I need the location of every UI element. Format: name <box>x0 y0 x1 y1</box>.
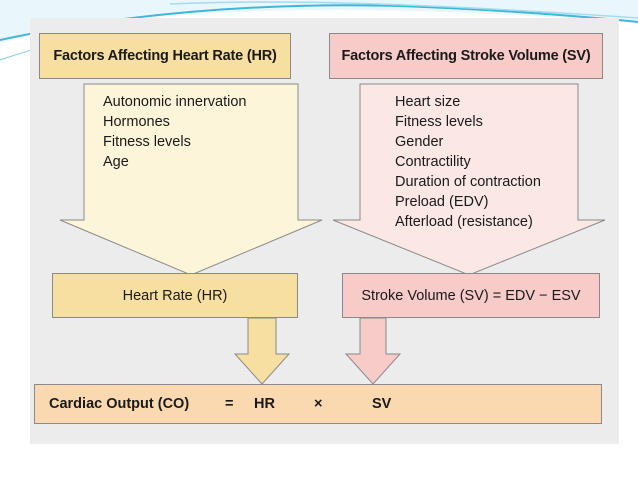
sv-factor: Contractility <box>395 154 471 170</box>
co-sv-term: SV <box>372 396 392 412</box>
sv-factor-list: Heart size Fitness levels Gender Contrac… <box>395 92 541 232</box>
equals-sign: = <box>225 396 234 412</box>
hr-factor: Autonomic innervation <box>103 94 247 110</box>
sv-factor: Fitness levels <box>395 114 483 130</box>
hr-factor: Age <box>103 154 129 170</box>
sv-factor: Duration of contraction <box>395 174 541 190</box>
sv-factor: Preload (EDV) <box>395 194 489 210</box>
cardiac-output-label: Cardiac Output (CO) <box>49 396 190 412</box>
heart-rate-box: Heart Rate (HR) <box>52 273 298 318</box>
multiply-sign: × <box>314 396 323 412</box>
co-hr-term: HR <box>254 396 275 412</box>
sv-big-arrow <box>332 83 606 276</box>
sv-down-arrow <box>344 317 402 385</box>
stroke-volume-box: Stroke Volume (SV) = EDV − ESV <box>342 273 600 318</box>
sv-factor: Afterload (resistance) <box>395 214 533 230</box>
hr-factor: Hormones <box>103 114 170 130</box>
hr-down-arrow <box>233 317 291 385</box>
sv-factor: Heart size <box>395 94 461 110</box>
sv-factor: Gender <box>395 134 444 150</box>
hr-factors-header: Factors Affecting Heart Rate (HR) <box>39 33 291 79</box>
cardiac-output-box: Cardiac Output (CO) = HR × SV <box>34 384 602 424</box>
hr-factor: Fitness levels <box>103 134 191 150</box>
hr-big-arrow <box>59 83 323 276</box>
diagram-panel: Factors Affecting Heart Rate (HR) Factor… <box>30 18 619 444</box>
sv-factors-header: Factors Affecting Stroke Volume (SV) <box>329 33 603 79</box>
hr-factor-list: Autonomic innervation Hormones Fitness l… <box>103 92 246 172</box>
arrow-shapes <box>59 83 606 385</box>
